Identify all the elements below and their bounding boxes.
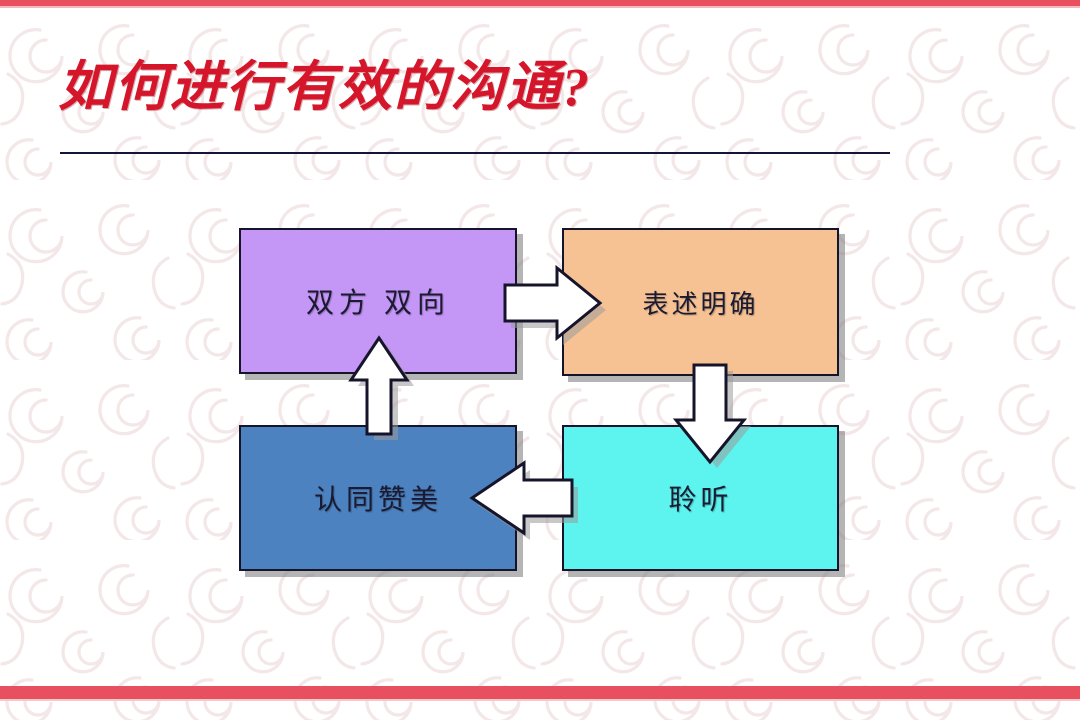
diagram-node-label: 表述明确 — [642, 289, 759, 319]
bottom-accent-bar-highlight — [0, 699, 1080, 701]
diagram-node-label: 双方 双向 — [305, 288, 450, 319]
diagram-node-listen[interactable]: 聆听 — [562, 425, 839, 571]
diagram-node-clear-expression[interactable]: 表述明确 — [562, 228, 839, 376]
top-accent-bar — [0, 0, 1080, 6]
diagram-node-label: 认同赞美 — [313, 485, 442, 516]
title-underline-rule — [60, 152, 890, 154]
bottom-accent-bar — [0, 686, 1080, 699]
diagram-node-two-way[interactable]: 双方 双向 — [239, 228, 517, 374]
slide-title: 如何进行有效的沟通? — [58, 57, 591, 117]
top-accent-bar-highlight — [0, 6, 1080, 8]
diagram-node-label: 聆听 — [668, 485, 733, 516]
diagram-node-appreciate[interactable]: 认同赞美 — [239, 425, 517, 571]
